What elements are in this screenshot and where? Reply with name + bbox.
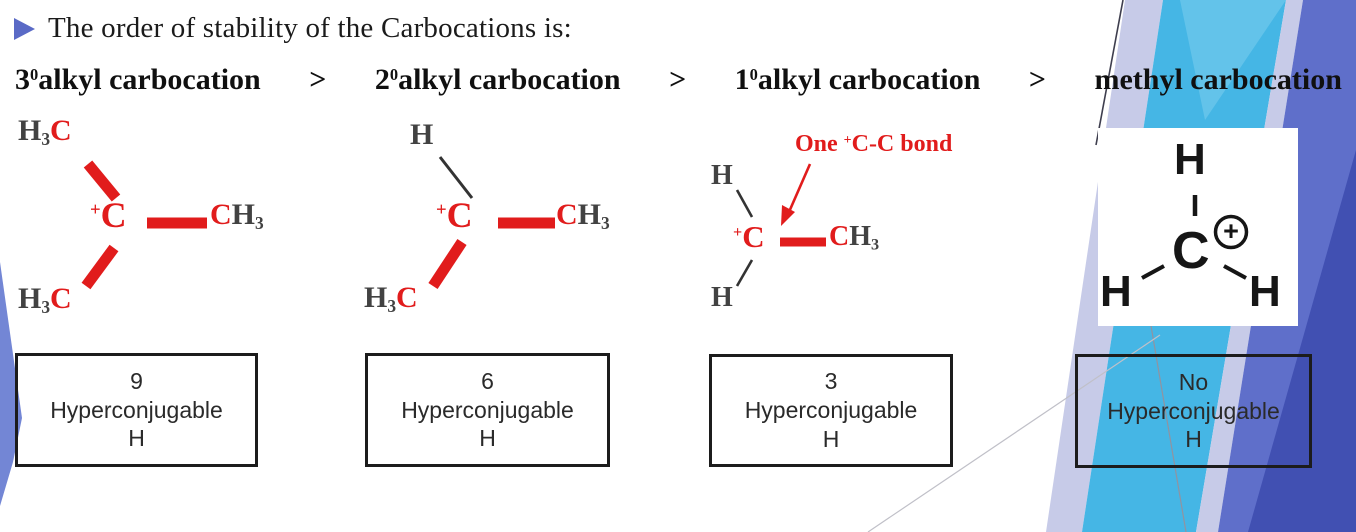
methyl-group-right: CH3 <box>556 198 610 233</box>
greater-than-sign: > <box>1028 63 1046 96</box>
greater-than-sign: > <box>309 63 327 96</box>
h-suffix: H <box>128 425 145 452</box>
order-item-secondary: 20alkyl carbocation <box>374 63 621 96</box>
stability-order-line: 30alkyl carbocation > 20alkyl carbocatio… <box>0 63 1356 97</box>
h-label: Hyperconjugable <box>1107 397 1280 424</box>
annotation-arrow-line <box>787 163 812 213</box>
h-count: 6 <box>481 367 494 394</box>
hydrogen-left: H <box>1100 267 1132 316</box>
secondary-carbocation-structure: H +C CH3 H3C <box>348 112 658 342</box>
h-suffix: H <box>479 425 496 452</box>
h-count: No <box>1178 368 1209 395</box>
h-label: Hyperconjugable <box>401 396 574 423</box>
hyperconjugable-box-tertiary: 9 Hyperconjugable H <box>15 353 258 467</box>
carbocation-center: +C <box>733 219 765 254</box>
bond-right-hydrogen <box>1223 264 1247 280</box>
plus-charge-circle <box>1213 214 1249 250</box>
tertiary-carbocation-structure: H3C +C CH3 H3C <box>10 112 330 342</box>
greater-than-sign: > <box>669 63 687 96</box>
bond-top-methyl <box>83 160 121 202</box>
slide-title: The order of stability of the Carbocatio… <box>48 12 572 44</box>
annotation-arrowhead <box>781 205 795 226</box>
hydrogen-right: H <box>1249 267 1281 316</box>
bond-left-hydrogen <box>1141 264 1165 280</box>
h-suffix: H <box>1185 426 1202 453</box>
one-cc-bond-annotation: One +C-C bond <box>795 131 953 157</box>
order-item-primary: 10alkyl carbocation <box>734 63 981 96</box>
methyl-group-bottom: H3C <box>18 282 72 317</box>
hydrogen-top: H <box>711 160 733 191</box>
hyperconjugable-box-primary: 3 Hyperconjugable H <box>709 354 953 467</box>
bond-top-hydrogen <box>438 156 474 199</box>
bg-cyan-light-triangle <box>1180 0 1286 120</box>
plus-charge-sign: + <box>1223 216 1239 246</box>
bullet-triangle-icon <box>14 17 35 40</box>
hydrogen-top: H <box>1174 135 1206 184</box>
hydrogen-top: H <box>410 118 434 151</box>
hyperconjugable-box-methyl: No Hyperconjugable H <box>1075 354 1312 468</box>
carbocation-center: +C <box>436 195 473 235</box>
order-item-tertiary: 30alkyl carbocation <box>15 63 261 96</box>
hydrogen-bottom: H <box>711 282 733 313</box>
h-label: Hyperconjugable <box>50 396 223 423</box>
primary-carbocation-structure: One +C-C bond H +C CH3 H <box>695 120 1045 335</box>
methyl-group-right: CH3 <box>210 198 264 233</box>
methyl-group-bottom: H3C <box>364 281 418 316</box>
order-item-methyl: methyl carbocation <box>1094 63 1342 96</box>
h-count: 3 <box>824 368 838 395</box>
bond-top-hydrogen <box>735 189 754 218</box>
bg-thin-line-top <box>1095 0 1124 146</box>
h-label: Hyperconjugable <box>744 397 918 424</box>
bg-thin-line-diagonal <box>867 334 1161 532</box>
bg-left-edge-sliver <box>0 262 22 506</box>
bond-bottom-hydrogen <box>735 259 754 287</box>
hyperconjugable-box-secondary: 6 Hyperconjugable H <box>365 353 610 467</box>
bond-bottom-methyl <box>81 244 119 290</box>
slide-title-row: The order of stability of the Carbocatio… <box>14 12 572 45</box>
bg-blue-dark-triangle <box>1248 150 1356 532</box>
h-count: 9 <box>130 367 143 394</box>
h-suffix: H <box>822 425 840 452</box>
carbocation-center: +C <box>90 195 127 235</box>
carbon-center: C <box>1172 222 1210 280</box>
methyl-group-right: CH3 <box>829 221 880 254</box>
methyl-group-top: H3C <box>18 114 72 149</box>
bond-bottom-methyl <box>428 238 467 290</box>
methyl-carbocation-structure: H C + H H <box>1098 128 1298 326</box>
